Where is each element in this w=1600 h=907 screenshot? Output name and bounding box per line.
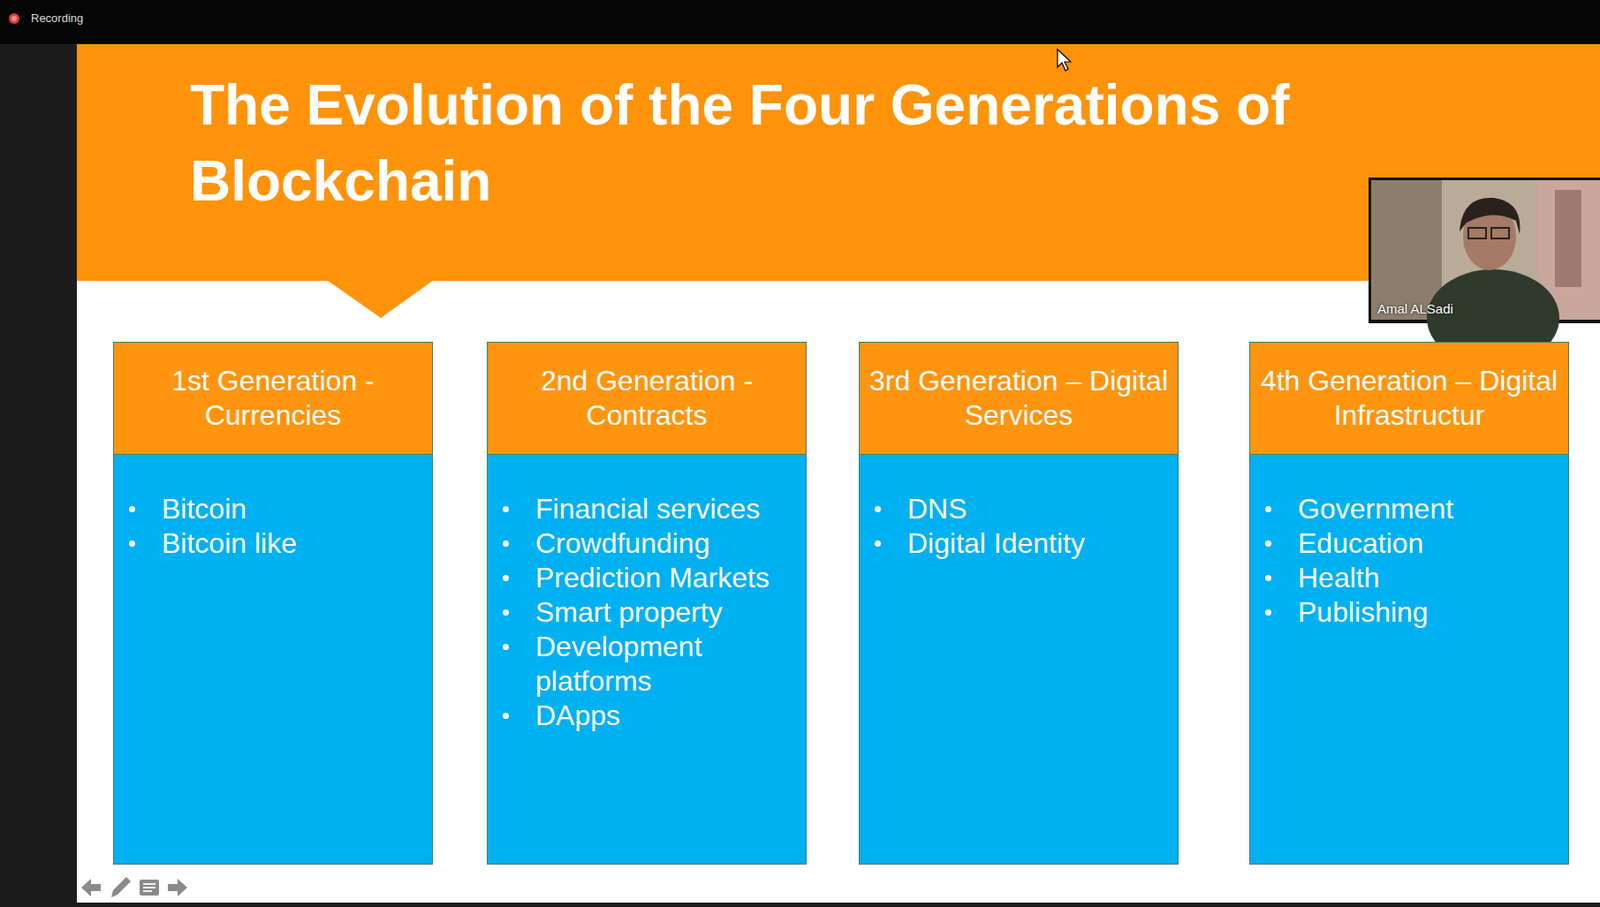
- bullet-item: Prediction Markets: [487, 561, 801, 596]
- item-text: Bitcoin like: [161, 527, 297, 560]
- generation-list: DNSDigital Identity: [858, 454, 1179, 865]
- bullet-item: Development platforms: [487, 629, 801, 699]
- bullet-item: Smart property: [487, 595, 801, 630]
- bullet-item: Bitcoin like: [113, 526, 427, 562]
- generation-heading: 1st Generation - Currencies: [113, 341, 433, 455]
- record-dot: [8, 13, 20, 24]
- bullet-dot: [502, 609, 509, 616]
- generation-list: Financial servicesCrowdfundingPrediction…: [486, 454, 807, 865]
- mouse-cursor: [1057, 49, 1071, 71]
- heading-text: 4th Generation – Digital Infrastructur: [1257, 363, 1562, 433]
- item-text: Prediction Markets: [535, 561, 770, 594]
- bullet-dot: [502, 575, 509, 582]
- bullet-item: DApps: [487, 698, 801, 734]
- item-text: Smart property: [535, 596, 723, 629]
- bullet-dot: [874, 540, 881, 547]
- item-text: Crowdfunding: [535, 527, 710, 560]
- bullet-dot: [874, 506, 881, 513]
- band-pointer: [326, 280, 434, 319]
- slide-toolbar: [81, 877, 188, 898]
- bullet-item: Publishing: [1250, 595, 1563, 630]
- bullet-item: Education: [1250, 526, 1563, 562]
- bullet-dot: [502, 506, 509, 513]
- heading-text: 2nd Generation - Contracts: [494, 363, 799, 433]
- bullet-dot: [128, 540, 136, 547]
- bullet-dot: [128, 506, 136, 513]
- item-text: Financial services: [535, 492, 760, 525]
- item-text: Education: [1297, 527, 1424, 560]
- item-text: Bitcoin: [161, 492, 247, 525]
- slide-title: The Evolution of the Four Generations of…: [189, 67, 1595, 220]
- bullet-item: Crowdfunding: [487, 526, 801, 562]
- generation-list: BitcoinBitcoin like: [113, 454, 433, 865]
- heading-text: 3rd Generation – Digital Services: [866, 363, 1171, 433]
- bullet-dot: [502, 540, 509, 547]
- item-text: Government: [1297, 492, 1454, 525]
- bullet-dot: [502, 644, 509, 651]
- bullet-item: Bitcoin: [113, 492, 427, 527]
- recording-label: Recording: [30, 11, 84, 25]
- webcam-thumbnail: [1368, 177, 1600, 367]
- bullet-item: Health: [1250, 561, 1563, 596]
- item-text: DApps: [535, 699, 621, 732]
- slide-ground: [76, 280, 1600, 903]
- bullet-dot: [1265, 506, 1272, 513]
- bullet-item: Digital Identity: [859, 526, 1173, 562]
- item-text: Publishing: [1297, 596, 1429, 629]
- item-text: Digital Identity: [907, 527, 1085, 560]
- generation-heading: 2nd Generation - Contracts: [486, 341, 807, 455]
- generation-heading: 4th Generation – Digital Infrastructur: [1249, 341, 1570, 455]
- bullet-item: Government: [1250, 492, 1563, 527]
- bullet-dot: [1265, 575, 1272, 582]
- generation-list: GovernmentEducationHealthPublishing: [1249, 454, 1570, 865]
- participant-name: Amal ALSadi: [1377, 301, 1454, 317]
- generation-heading: 3rd Generation – Digital Services: [858, 341, 1179, 455]
- bullet-dot: [1265, 609, 1272, 616]
- bullet-item: DNS: [859, 492, 1173, 527]
- bullet-dot: [502, 712, 509, 720]
- item-text: DNS: [907, 492, 968, 525]
- item-text: Development platforms: [535, 630, 703, 698]
- bullet-item: Financial services: [487, 492, 801, 527]
- bullet-dot: [1265, 540, 1272, 547]
- item-text: Health: [1297, 561, 1381, 594]
- heading-text: 1st Generation - Currencies: [121, 363, 425, 433]
